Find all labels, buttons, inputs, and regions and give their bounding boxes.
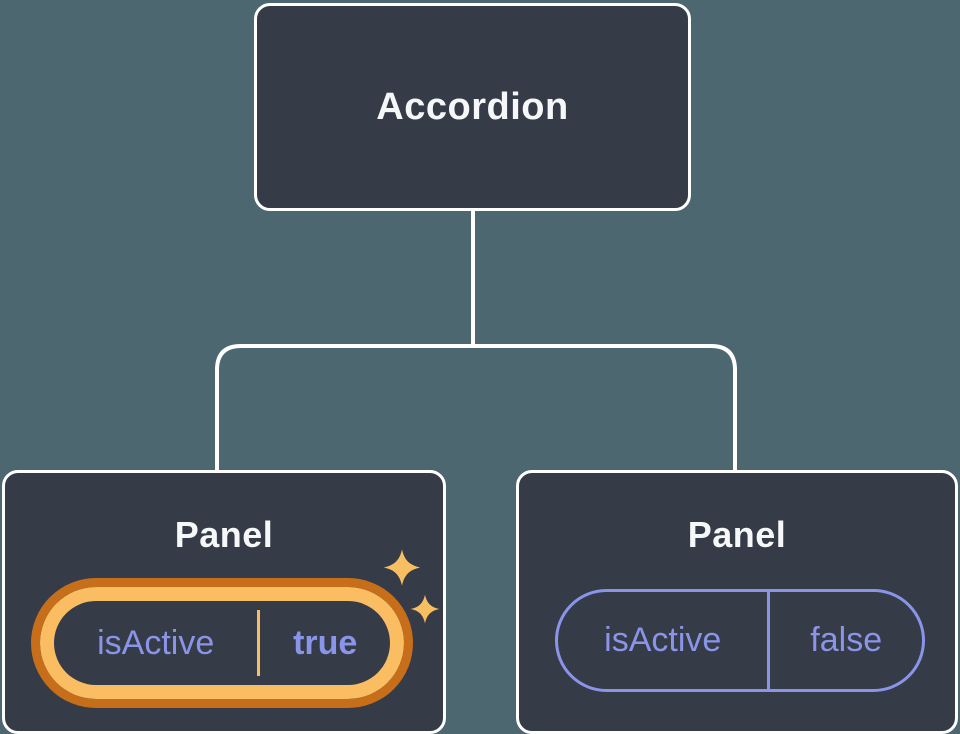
pill-divider [257,610,261,676]
component-node-panel-active: Panel isActive true [2,470,446,734]
connector-branch [215,344,737,476]
pill-divider [767,592,771,689]
state-key: isActive [97,623,215,662]
component-label-panel-inactive: Panel [687,514,787,555]
component-label-panel-active: Panel [174,514,274,555]
state-value: false [810,621,883,659]
state-pill-inactive: isActive false [555,589,925,692]
state-key: isActive [604,621,722,659]
component-node-accordion: Accordion [254,3,691,211]
state-pill-active: isActive true [31,578,413,708]
state-value: true [293,623,358,662]
component-node-panel-inactive: Panel isActive false [516,470,958,734]
component-label-accordion: Accordion [376,85,569,128]
